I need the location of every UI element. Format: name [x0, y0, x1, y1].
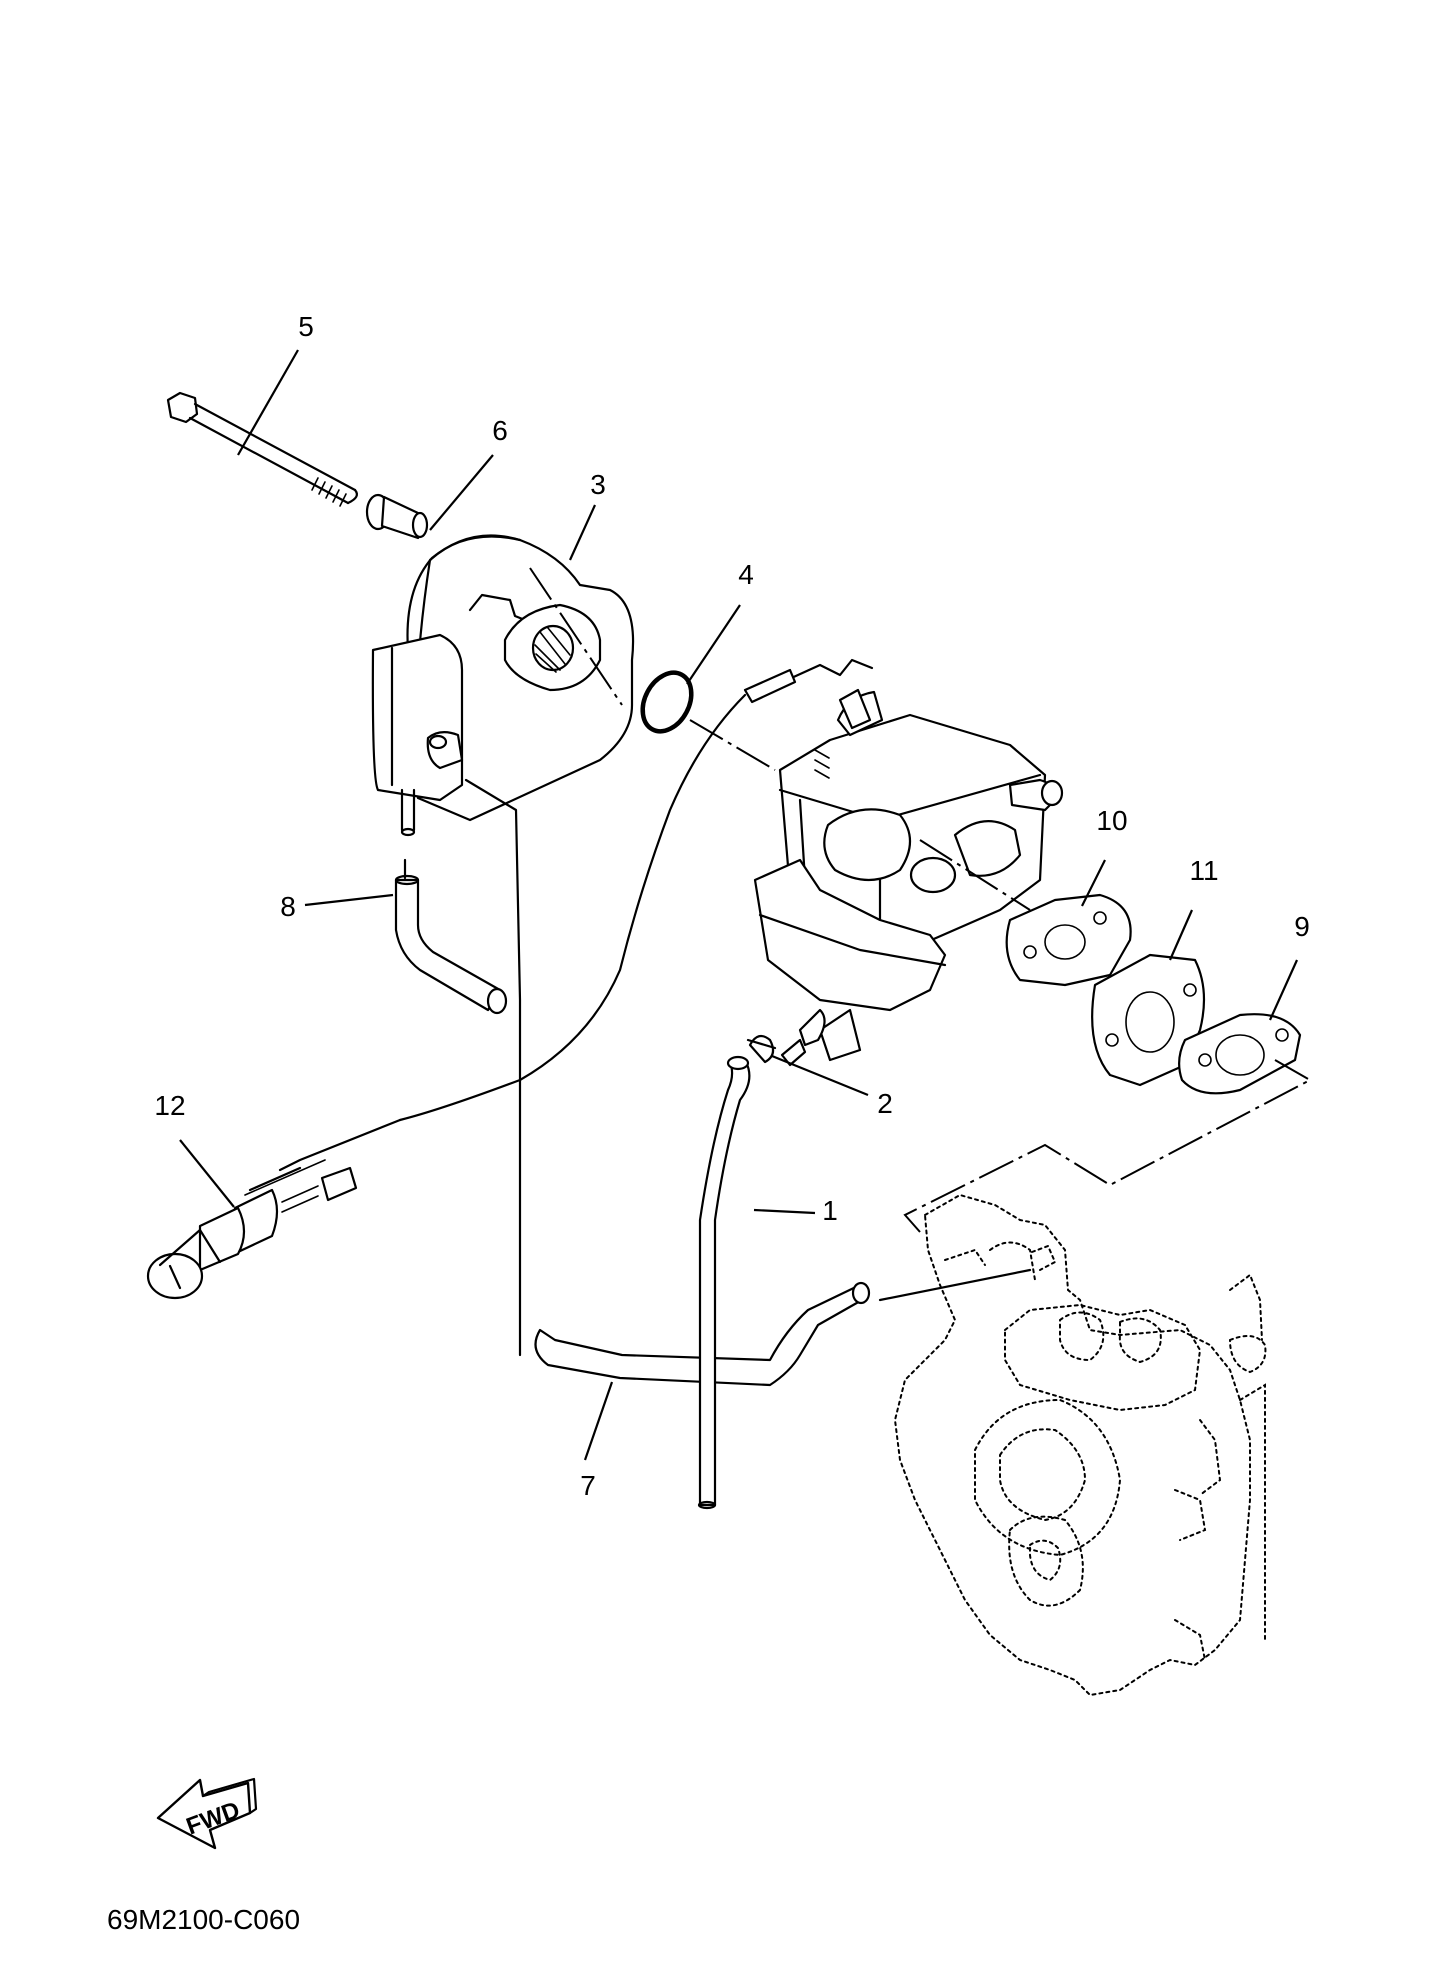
callout-11: 11 — [1189, 855, 1218, 886]
callout-4: 4 — [738, 559, 754, 590]
callout-5: 5 — [298, 311, 314, 342]
callout-1: 1 — [822, 1195, 838, 1226]
part-3-silencer — [371, 534, 635, 837]
callout-numbers: 5 6 3 4 10 11 9 8 2 12 1 7 — [154, 311, 1309, 1501]
callout-10: 10 — [1096, 805, 1127, 836]
part-5-bolt — [166, 391, 358, 507]
callout-3: 3 — [590, 469, 606, 500]
phantom-lines — [529, 567, 1313, 1233]
leader-lines — [179, 349, 1299, 1461]
part-2-clip — [746, 1034, 777, 1064]
carburetor — [753, 688, 1064, 1067]
callout-9: 9 — [1294, 911, 1310, 942]
part-6-collar — [365, 493, 429, 540]
choke-cable — [244, 658, 874, 1196]
callout-8: 8 — [280, 891, 296, 922]
fwd-arrow: FWD — [156, 1777, 258, 1850]
catalog-code: 69M2100-C060 — [107, 1904, 300, 1935]
callout-6: 6 — [492, 415, 508, 446]
vent-line — [464, 778, 522, 1357]
part-4-o-ring — [640, 670, 694, 734]
part-7-hose — [534, 1268, 1032, 1387]
part-12-choke-knob — [146, 1166, 358, 1300]
callout-2: 2 — [877, 1088, 893, 1119]
part-1-fuel-hose — [697, 1055, 751, 1510]
callout-7: 7 — [580, 1470, 596, 1501]
part-8-hose — [394, 858, 508, 1015]
cylinder-block — [893, 1193, 1267, 1697]
part-10-gasket — [1005, 893, 1132, 987]
callout-12: 12 — [154, 1090, 185, 1121]
